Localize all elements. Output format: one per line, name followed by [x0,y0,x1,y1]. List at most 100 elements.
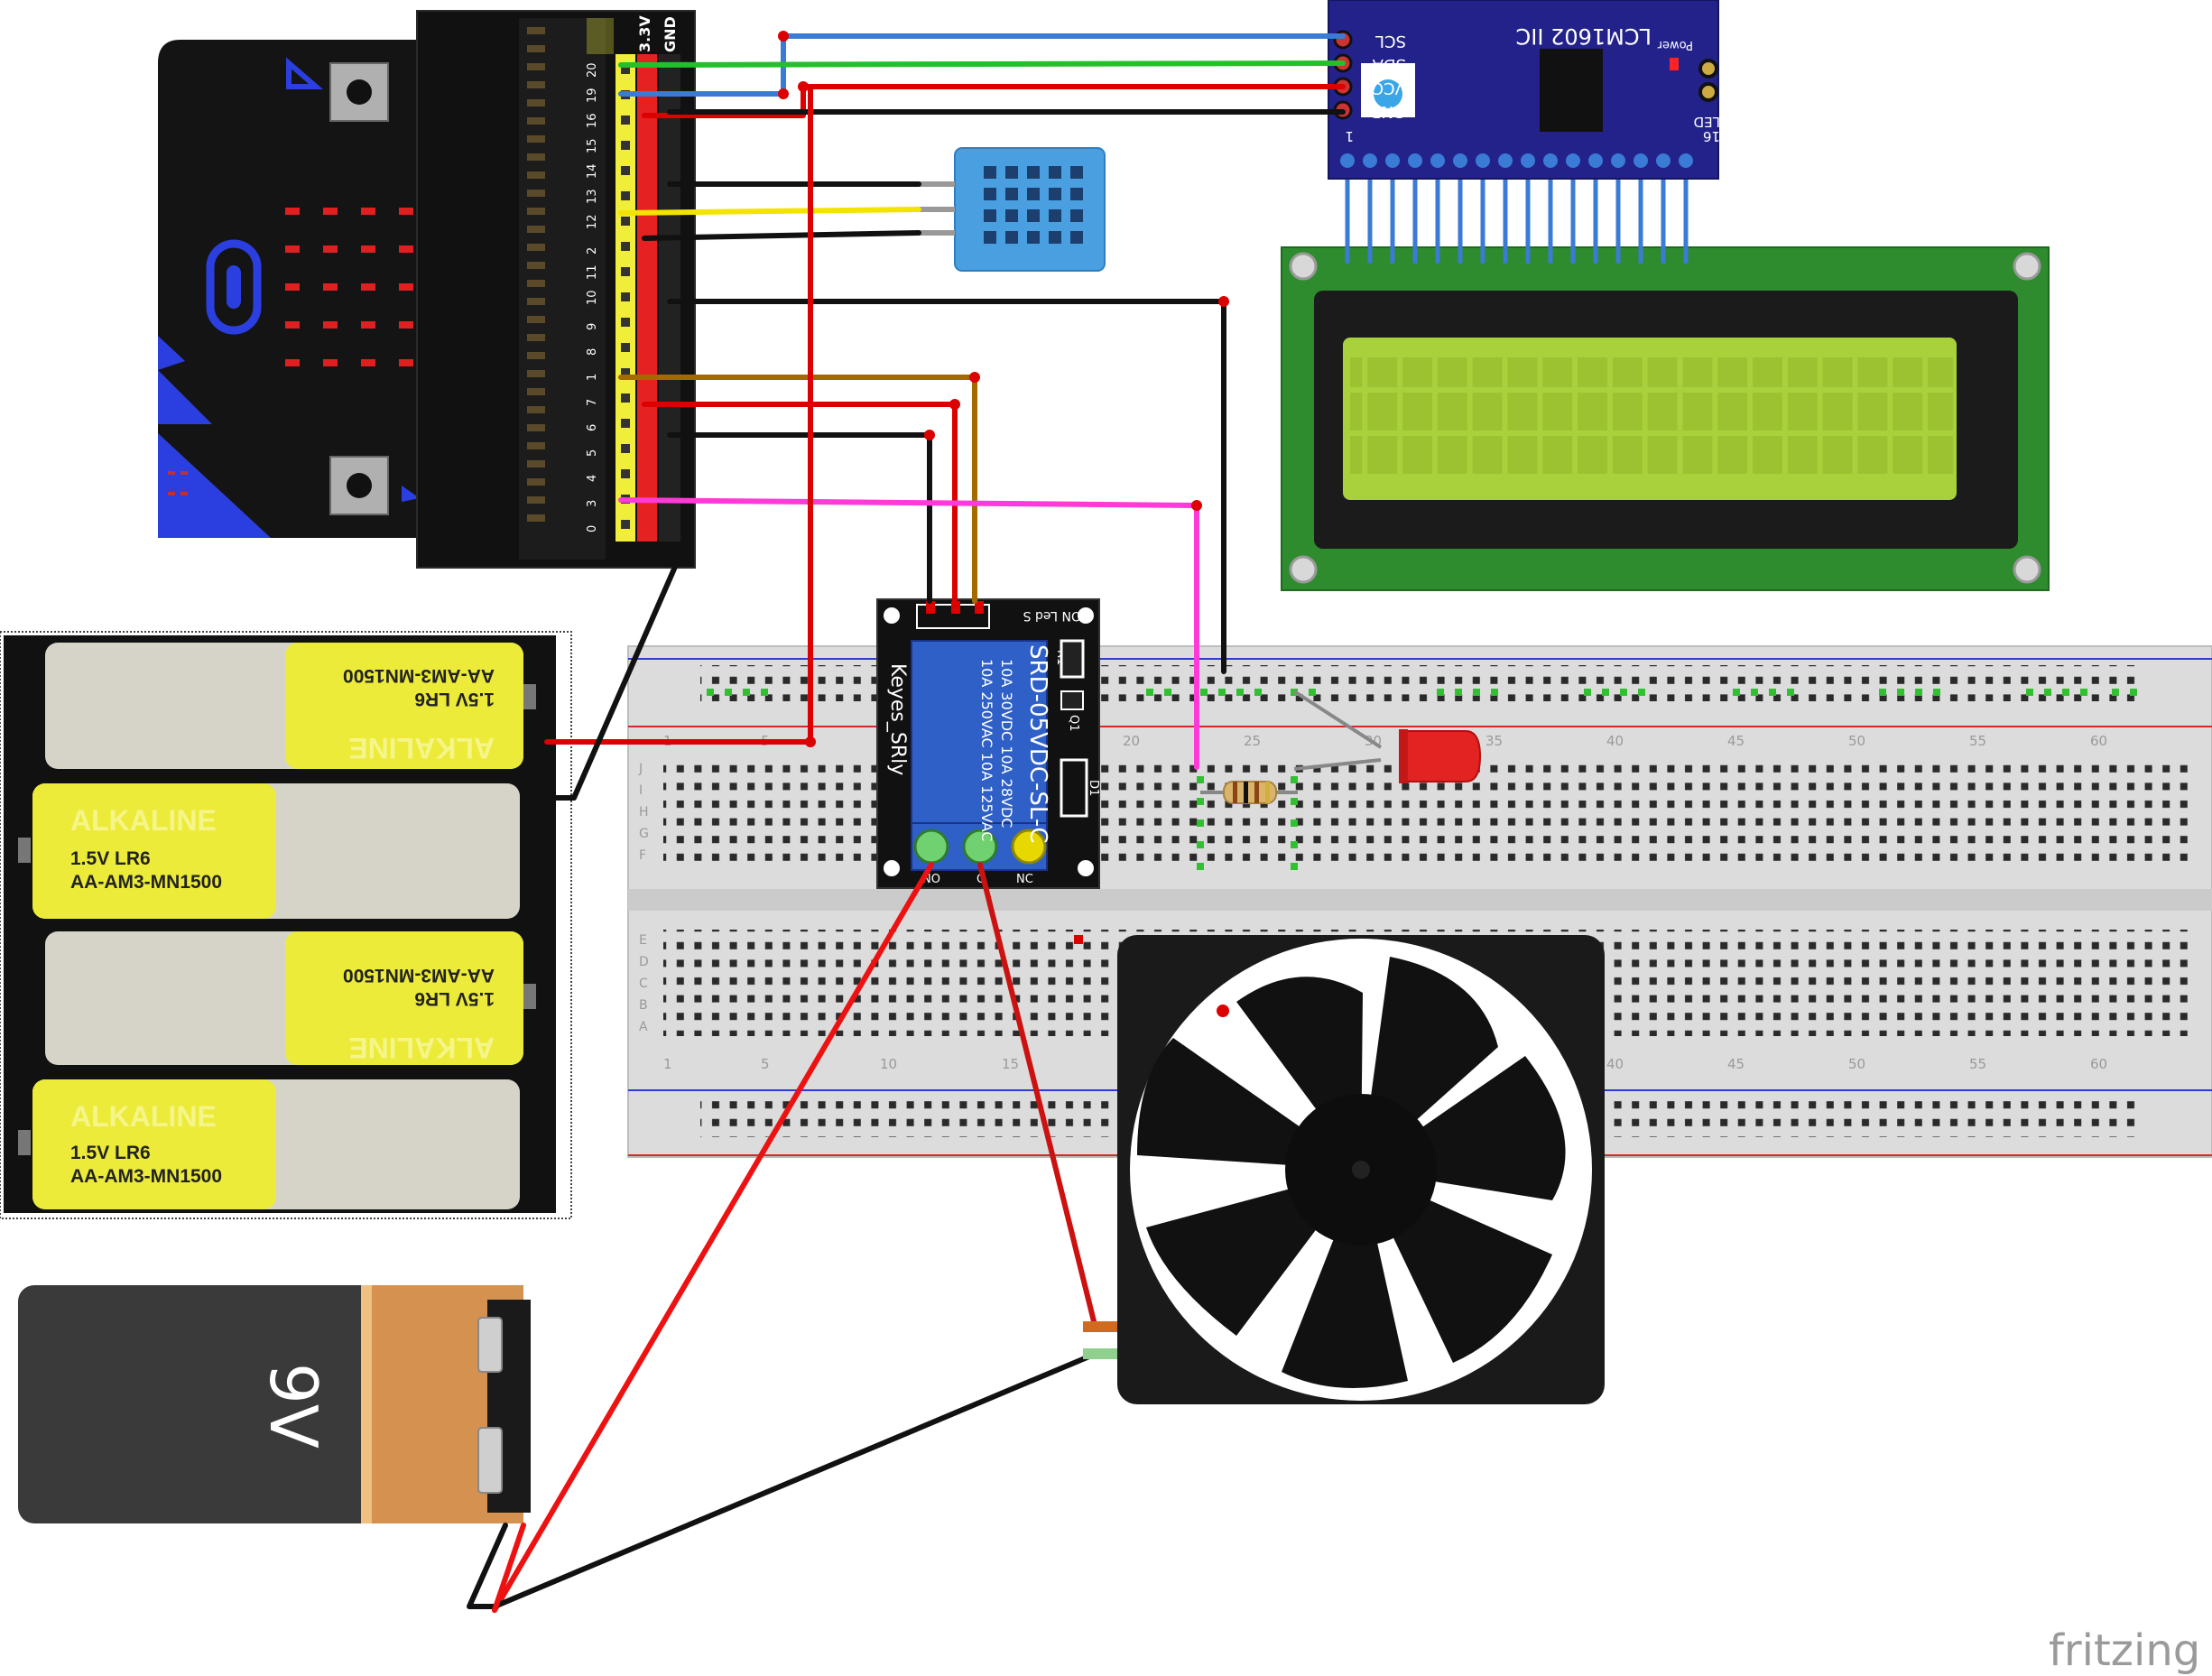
pin-label: 9 [586,323,599,330]
relay-mount-hole [1078,607,1094,624]
relay-d1: D1 [1087,780,1100,796]
col-num: 55 [1969,733,1986,749]
pin-label: 1 [586,374,599,381]
pin-labels-bg [587,18,614,54]
row-letters: J I H G F E D C B A [638,762,649,1034]
row-letter: A [639,1020,648,1034]
col-num: 50 [1848,1056,1865,1072]
fan-lead-green [1083,1348,1117,1359]
relay-model: SRD-05VDC-SL-C [1024,644,1051,843]
row-letter: C [639,977,648,991]
col-num: 15 [1002,1056,1019,1072]
active-holes [707,689,2137,870]
pin-label: 16 [586,113,599,128]
lcd-display: LCM1602 IIC Power LED 16 1 SCL SDA VCC G… [1281,0,2050,591]
dht11-legs [919,181,955,236]
lcm-pin-scl: SCL [1375,32,1406,51]
col-num: 25 [1244,733,1261,749]
resistor-band [1244,782,1248,803]
terminal-screw-nc[interactable] [1011,829,1047,865]
pin-label: 10 [586,290,599,305]
cell-text: 1.5V LR6 [414,988,495,1009]
pin-label: 3 [586,500,599,507]
pin-label: 15 [586,138,599,153]
pin-3v-label: 3.3V [636,15,653,52]
cell-text: AA-AM3-MN1500 [70,872,222,893]
lcm-pin-sda: SDA [1372,55,1406,74]
relay-module: Keyes_SRly SRD-05VDC-SL-C 10A 250VAC 10A… [876,598,1100,889]
jumper-pin [1698,59,1718,79]
dht11-grille [984,166,1083,244]
wire-fan-positive [977,862,1098,1331]
pin-label: 7 [586,399,599,406]
relay-header-pin [951,601,960,614]
jumper-pin [1698,82,1718,102]
col-num: 35 [1485,733,1503,749]
row-letter: G [639,827,649,841]
row-letter: F [639,848,646,863]
col-num: 5 [761,1056,770,1072]
pin-label: 13 [586,189,599,204]
cell-text: 1.5V LR6 [70,1143,151,1163]
row-letter: I [639,783,643,798]
mount-hole [1289,252,1318,281]
mount-hole [2013,555,2041,584]
battery-9v-terminal [477,1427,503,1494]
pin-16-label: 16 [1703,128,1720,144]
row-letter: J [638,762,643,776]
terminal-screw-no[interactable] [913,829,949,865]
logo-triangle [286,57,324,89]
relay-term-nc: NC [1016,873,1033,886]
col-num: 60 [2090,1056,2107,1072]
battery-9v-stripe [361,1285,372,1523]
fan-axle [1352,1161,1370,1179]
cooling-fan [1117,935,1605,1404]
relay-q1: Q1 [1067,715,1080,732]
button-a-cap [347,79,372,105]
pin-label: 14 [586,163,599,179]
relay-header-pin [926,601,935,614]
col-num: 10 [880,1056,897,1072]
aa-cell-label [285,931,523,1065]
relay-term-com: C [976,873,985,886]
wire-relay-gnd [667,432,932,604]
col-num: 1 [663,1056,672,1072]
pin-1-label: 1 [1345,128,1354,144]
wire-endpoints [778,31,1229,747]
cell-text: 1.5V LR6 [414,689,495,709]
row-letter: H [639,805,649,819]
pin-number-labels: 20 19 16 15 14 13 12 2 11 10 9 8 1 7 6 5… [586,62,599,532]
row-letter: D [639,955,649,969]
gnd-header [659,54,680,542]
col-num: 50 [1848,733,1865,749]
edge-leds [168,471,188,495]
col-num: 45 [1727,1056,1745,1072]
nine-volt-battery: 9V [18,1285,531,1523]
relay-brand: Keyes_SRly [886,663,909,775]
lcm-title: LCM1602 IIC [1516,23,1652,49]
cell-text: AA-AM3-MN1500 [343,965,495,986]
vcc-header [637,54,657,542]
resistor-band [1265,782,1270,803]
edge-triangle [158,370,212,424]
lcm-pin-gnd: GND [1369,102,1406,121]
pin-label: 4 [586,475,599,482]
row-letter: E [639,933,647,948]
resistor-band [1254,782,1259,803]
power-led [1670,58,1679,70]
cell-terminals [18,684,536,1155]
cell-brand: ALKALINE [348,732,495,764]
pin-label: 6 [586,424,599,431]
col-num: 45 [1727,733,1745,749]
edge-connector [519,18,606,560]
resistor-band [1233,782,1237,803]
relay-mount-hole [884,607,900,624]
center-channel [628,889,2212,911]
edge-triangle [158,336,185,370]
wire-dht-data [618,207,921,216]
cell-text: AA-AM3-MN1500 [343,665,495,686]
led-label: LED [1694,114,1720,130]
logo-triangle [402,486,420,502]
mount-hole [2013,252,2041,281]
logo-icon [206,239,262,335]
